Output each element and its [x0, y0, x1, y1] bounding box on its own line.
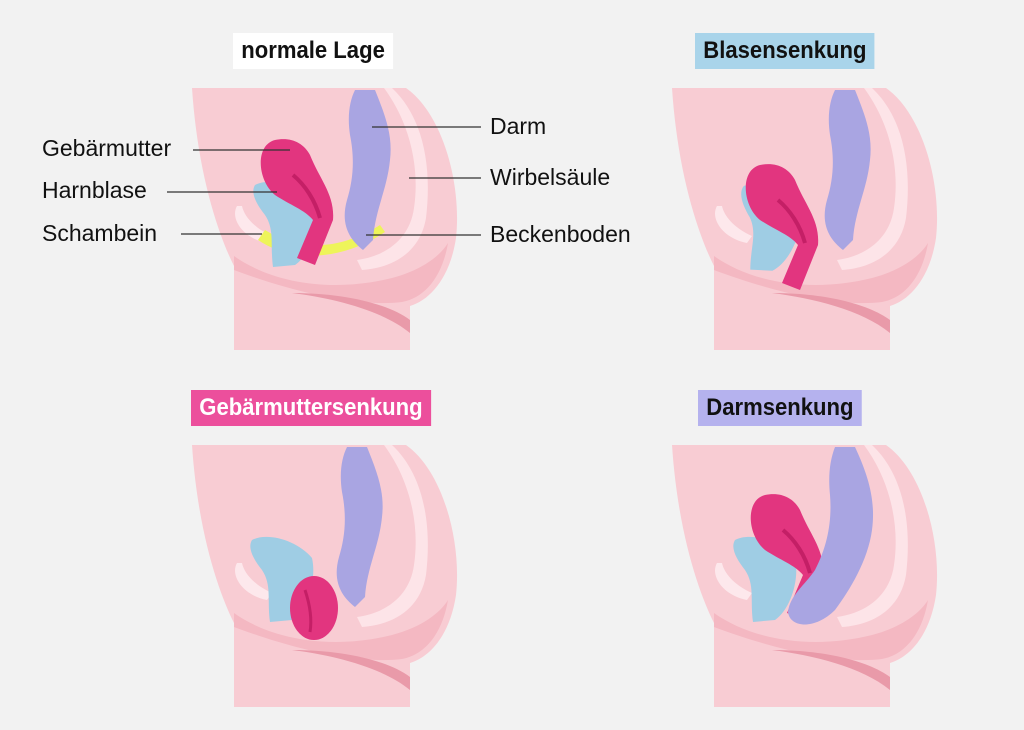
panel-title-bowel-prolapse: Darmsenkung	[698, 390, 862, 426]
label-spine: Wirbelsäule	[490, 164, 611, 190]
label-pelvic-floor: Beckenboden	[490, 221, 631, 247]
panel-bladder-prolapse	[672, 88, 938, 350]
panel-title-bladder-prolapse: Blasensenkung	[695, 33, 875, 69]
uterus	[290, 576, 338, 640]
label-uterus: Gebärmutter	[42, 135, 172, 161]
panel-title-normal: normale Lage	[233, 33, 394, 69]
label-pubic-bone: Schambein	[42, 220, 158, 246]
panel-title-uterine-prolapse: Gebärmuttersenkung	[191, 390, 431, 426]
panel-normal-anatomy	[167, 88, 481, 350]
bowel	[788, 447, 874, 625]
panel-uterine-prolapse	[192, 445, 458, 707]
label-bowel: Darm	[490, 113, 547, 139]
panel-bowel-prolapse	[672, 445, 938, 707]
label-bladder: Harnblase	[42, 177, 147, 203]
